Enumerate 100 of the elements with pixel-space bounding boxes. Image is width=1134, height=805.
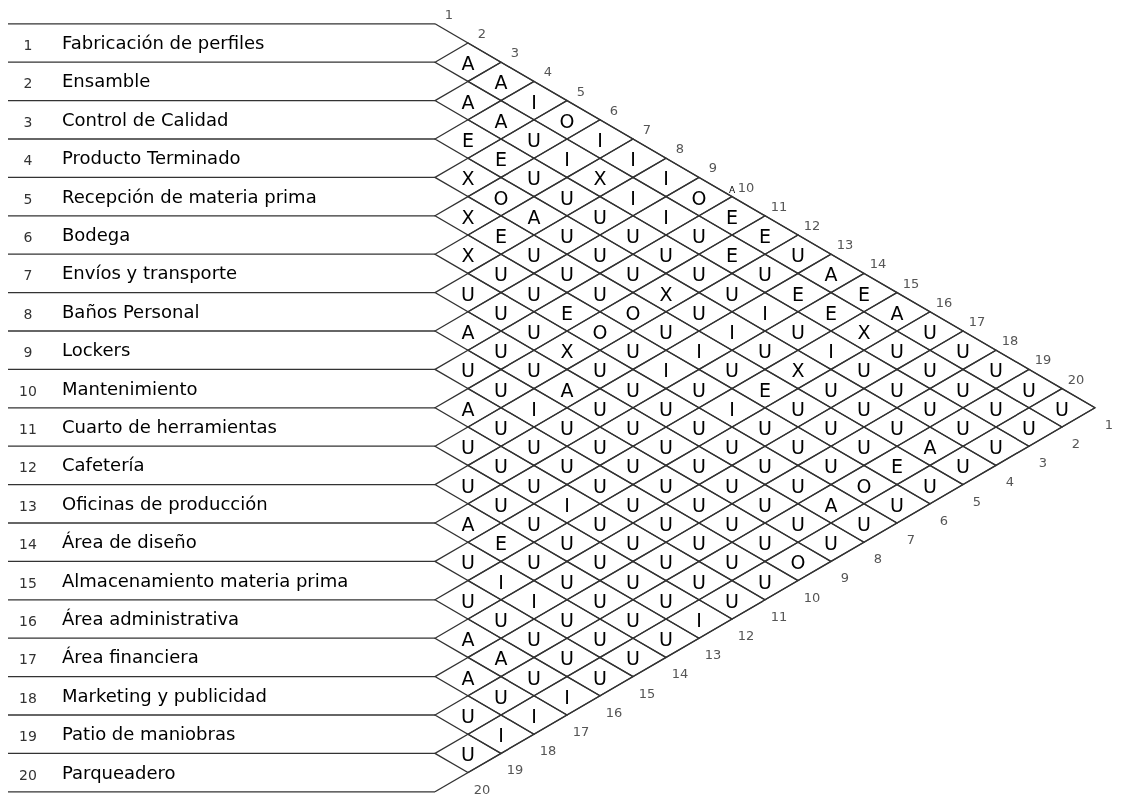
relationship-code: U [626, 226, 640, 246]
relationship-code: U [461, 591, 475, 611]
relationship-code: U [791, 514, 805, 534]
relationship-code: I [828, 341, 834, 361]
relationship-code: A [890, 303, 904, 323]
column-number: 17 [572, 724, 590, 738]
column-number: 20 [473, 782, 491, 796]
relationship-code: U [659, 514, 673, 534]
relationship-code: U [461, 706, 475, 726]
relationship-code: U [527, 552, 541, 572]
relationship-code: U [824, 533, 838, 553]
relationship-code: U [692, 572, 706, 592]
column-number: 4 [1005, 474, 1015, 488]
column-number: 14 [671, 666, 689, 680]
relationship-code: E [792, 284, 804, 304]
relationship-code: U [692, 456, 706, 476]
department-name: Área de diseño [62, 533, 197, 552]
relationship-code: U [560, 610, 574, 630]
column-number: 12 [803, 218, 821, 232]
relationship-code: A [461, 399, 475, 419]
relationship-code: E [561, 303, 573, 323]
relationship-code: U [593, 514, 607, 534]
relationship-code: U [560, 533, 574, 553]
relationship-code: U [494, 264, 508, 284]
relationship-code: X [593, 168, 607, 188]
department-name: Producto Terminado [62, 149, 241, 168]
department-name: Baños Personal [62, 302, 200, 321]
column-number: 7 [642, 122, 652, 136]
relationship-code: U [494, 418, 508, 438]
relationship-code: U [659, 399, 673, 419]
relationship-code: X [791, 360, 805, 380]
small-letter: A [728, 185, 736, 195]
row-number: 13 [19, 498, 37, 513]
relationship-code: U [626, 264, 640, 284]
relationship-code: U [1022, 418, 1036, 438]
relationship-code: U [527, 284, 541, 304]
relationship-code: I [630, 188, 636, 208]
column-number: 18 [1001, 333, 1019, 347]
relationship-code: A [494, 648, 508, 668]
row-number: 5 [23, 191, 33, 206]
relationship-code: U [593, 552, 607, 572]
relationship-code: U [758, 533, 772, 553]
relationship-code: U [560, 648, 574, 668]
row-number: 8 [23, 306, 33, 321]
column-number: 15 [638, 686, 656, 700]
relationship-code: U [692, 264, 706, 284]
column-number: 7 [906, 532, 916, 546]
relationship-code: U [593, 591, 607, 611]
relationship-code: I [498, 572, 504, 592]
relationship-code: U [725, 476, 739, 496]
relationship-code: U [824, 418, 838, 438]
relationship-code: O [559, 111, 575, 131]
relationship-code: U [527, 360, 541, 380]
relationship-code: E [858, 284, 870, 304]
relationship-code: U [593, 668, 607, 688]
column-number: 5 [972, 494, 982, 508]
relationship-code: A [461, 53, 475, 73]
relationship-code: X [857, 322, 871, 342]
column-number: 12 [737, 628, 755, 642]
department-name: Oficinas de producción [62, 494, 268, 513]
relationship-code: I [498, 725, 504, 745]
column-number: 6 [939, 513, 949, 527]
department-name: Parqueadero [62, 763, 176, 782]
relationship-code: U [791, 322, 805, 342]
relationship-code: A [461, 514, 475, 534]
relationship-code: E [495, 533, 507, 553]
relationship-code: I [663, 207, 669, 227]
relationship-code: I [597, 130, 603, 150]
column-number: 15 [902, 276, 920, 290]
relationship-code: A [494, 111, 508, 131]
relationship-code: U [659, 322, 673, 342]
relationship-code: U [791, 437, 805, 457]
relationship-code: U [593, 245, 607, 265]
relationship-code: U [659, 476, 673, 496]
column-number: 8 [675, 141, 685, 155]
relationship-code: U [956, 380, 970, 400]
row-number: 7 [23, 268, 33, 283]
relationship-code: U [560, 572, 574, 592]
relationship-code: E [495, 149, 507, 169]
relationship-code: U [461, 476, 475, 496]
relationship-code: U [725, 591, 739, 611]
relationship-code: U [692, 418, 706, 438]
relationship-code: A [824, 264, 838, 284]
relationship-code: U [989, 360, 1003, 380]
relationship-code: O [625, 303, 641, 323]
relationship-code: U [692, 380, 706, 400]
relationship-code: U [593, 207, 607, 227]
relationship-code: U [923, 476, 937, 496]
relationship-code: E [891, 456, 903, 476]
column-number: 4 [543, 64, 553, 78]
column-number: 19 [1034, 352, 1052, 366]
column-number: 5 [576, 84, 586, 98]
column-number: 9 [840, 570, 850, 584]
column-number: 2 [1071, 436, 1081, 450]
row-number: 9 [23, 345, 33, 360]
department-name: Cafetería [62, 456, 145, 475]
department-name: Recepción de materia prima [62, 187, 317, 206]
relationship-code: U [890, 380, 904, 400]
column-number: 1 [444, 7, 454, 21]
department-name: Área financiera [62, 648, 199, 667]
